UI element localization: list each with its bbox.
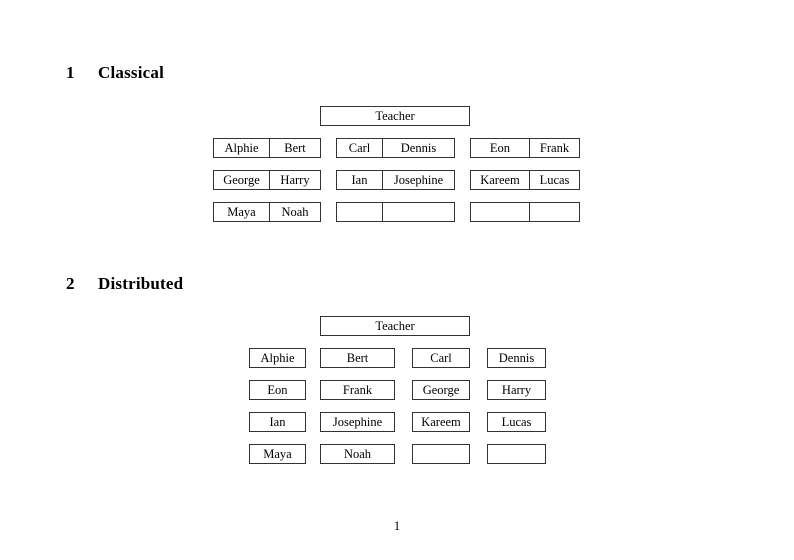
- name-cell: Ian: [351, 173, 368, 187]
- name-box: Josephine: [320, 412, 395, 432]
- name-box-empty: [412, 444, 470, 464]
- name-box-empty: [487, 444, 546, 464]
- name-box: Eon: [249, 380, 306, 400]
- name-cell: Alphie: [224, 141, 259, 155]
- name-cell: Harry: [269, 171, 320, 189]
- teacher-box-classical: Teacher: [320, 106, 470, 126]
- name-cell-empty: [471, 203, 529, 221]
- table-row: Carl Dennis: [336, 138, 455, 158]
- section-number: 1: [66, 63, 75, 82]
- table-row-empty: [470, 202, 580, 222]
- name-cell-empty: [337, 203, 382, 221]
- section-heading-distributed: 2 Distributed: [66, 274, 183, 294]
- name-box: Harry: [487, 380, 546, 400]
- table-row: Kareem Lucas: [470, 170, 580, 190]
- name-cell: Maya: [227, 205, 256, 219]
- name-cell: Josephine: [382, 171, 454, 189]
- name-cell: Carl: [348, 141, 371, 155]
- name-box: Lucas: [487, 412, 546, 432]
- section-heading-classical: 1 Classical: [66, 63, 164, 83]
- name-box: Ian: [249, 412, 306, 432]
- name-cell: Bert: [269, 139, 320, 157]
- name-box: Carl: [412, 348, 470, 368]
- name-box: Maya: [249, 444, 306, 464]
- table-row: Alphie Bert: [213, 138, 321, 158]
- teacher-box-distributed: Teacher: [320, 316, 470, 336]
- table-row: Eon Frank: [470, 138, 580, 158]
- section-title: Distributed: [98, 274, 184, 293]
- name-cell: Kareem: [480, 173, 520, 187]
- name-cell: Noah: [269, 203, 320, 221]
- name-box: Bert: [320, 348, 395, 368]
- table-row: George Harry: [213, 170, 321, 190]
- table-row-empty: [336, 202, 455, 222]
- table-row: Ian Josephine: [336, 170, 455, 190]
- name-cell: George: [223, 173, 260, 187]
- name-cell-empty: [382, 203, 454, 221]
- name-box: Dennis: [487, 348, 546, 368]
- name-cell: Frank: [529, 139, 579, 157]
- section-title: Classical: [98, 63, 165, 82]
- name-cell: Eon: [489, 141, 511, 155]
- name-cell: Lucas: [529, 171, 579, 189]
- name-box: Frank: [320, 380, 395, 400]
- name-cell-empty: [529, 203, 579, 221]
- page-number: 1: [393, 519, 401, 533]
- name-box: Alphie: [249, 348, 306, 368]
- name-box: George: [412, 380, 470, 400]
- name-box: Noah: [320, 444, 395, 464]
- section-number: 2: [66, 274, 75, 293]
- table-row: Maya Noah: [213, 202, 321, 222]
- name-cell: Dennis: [382, 139, 454, 157]
- name-box: Kareem: [412, 412, 470, 432]
